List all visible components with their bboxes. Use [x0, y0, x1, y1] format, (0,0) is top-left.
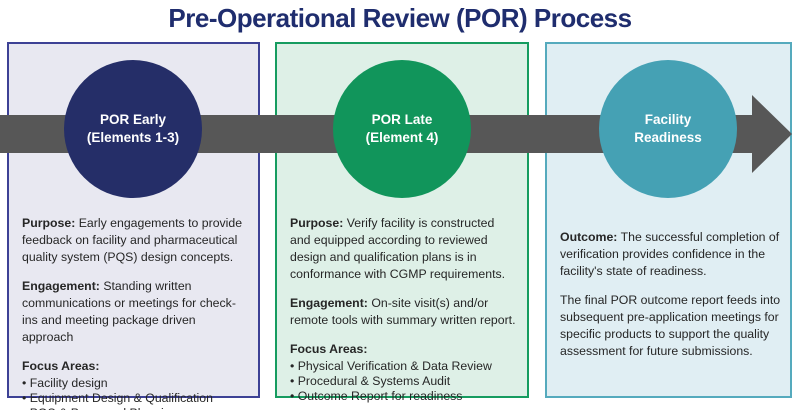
purpose-paragraph: Purpose: Verify facility is constructed … — [290, 215, 518, 283]
stage-circle-por-early: POR Early (Elements 1-3) — [64, 60, 202, 198]
panel-facility-readiness-content: Outcome: The successful completion of ve… — [560, 229, 781, 372]
focus-bullet: Equipment Design & Qualification — [22, 391, 249, 406]
purpose-text: Verify facility is constructed and equip… — [290, 216, 506, 281]
focus-areas-list: Physical Verification & Data Review Proc… — [290, 359, 518, 405]
stage-circle-line1: POR Early — [99, 111, 167, 127]
panel-facility-readiness: Outcome: The successful completion of ve… — [545, 42, 792, 398]
focus-areas-label: Focus Areas: — [290, 341, 368, 356]
stage-circle-line2: Readiness — [634, 130, 702, 145]
focus-areas-list: Facility design Equipment Design & Quali… — [22, 376, 249, 410]
purpose-text: Early engagements to provide feedback on… — [22, 216, 243, 264]
purpose-paragraph: Purpose: Early engagements to provide fe… — [22, 215, 249, 266]
stage-circle-line1: POR Late — [371, 111, 433, 127]
page-title: Pre-Operational Review (POR) Process — [168, 3, 632, 33]
focus-bullet: Procedural & Systems Audit — [290, 374, 518, 389]
focus-bullet: Facility design — [22, 376, 249, 391]
arrow-head-icon — [752, 95, 792, 173]
outcome-paragraph: Outcome: The successful completion of ve… — [560, 229, 781, 280]
outcome-text: The successful completion of verificatio… — [560, 230, 780, 278]
outcome-label: Outcome: — [560, 230, 618, 244]
focus-bullet: Outcome Report for readiness — [290, 389, 518, 404]
outcome-note: The final POR outcome report feeds into … — [560, 292, 781, 358]
panel-por-late: Purpose: Verify facility is constructed … — [275, 42, 529, 403]
engagement-paragraph: Engagement: On-site visit(s) and/or remo… — [290, 295, 518, 329]
stage-circle-facility-readiness: Facility Readiness — [599, 60, 737, 198]
purpose-label: Purpose: — [22, 216, 76, 230]
engagement-text: Standing written communications or meeti… — [22, 278, 236, 344]
focus-areas-label: Focus Areas: — [22, 358, 100, 373]
stage-circle-por-late: POR Late (Element 4) — [333, 60, 471, 198]
engagement-paragraph: Engagement: Standing written communicati… — [22, 278, 249, 346]
panel-por-late-content: Purpose: Verify facility is constructed … — [290, 215, 518, 404]
purpose-label: Purpose: — [290, 216, 344, 230]
engagement-text: On-site visit(s) and/or remote tools wit… — [290, 295, 516, 327]
focus-bullet: PQS & Personnel Planning — [22, 406, 249, 410]
focus-bullet: Physical Verification & Data Review — [290, 359, 518, 374]
engagement-label: Engagement: — [290, 295, 368, 310]
stage-circle-line1: Facility — [644, 111, 692, 127]
stage-circle-line2: (Elements 1-3) — [86, 130, 180, 145]
panel-por-early-content: Purpose: Early engagements to provide fe… — [22, 215, 249, 410]
engagement-label: Engagement: — [22, 278, 100, 293]
stage-circle-line2: (Element 4) — [365, 130, 439, 145]
